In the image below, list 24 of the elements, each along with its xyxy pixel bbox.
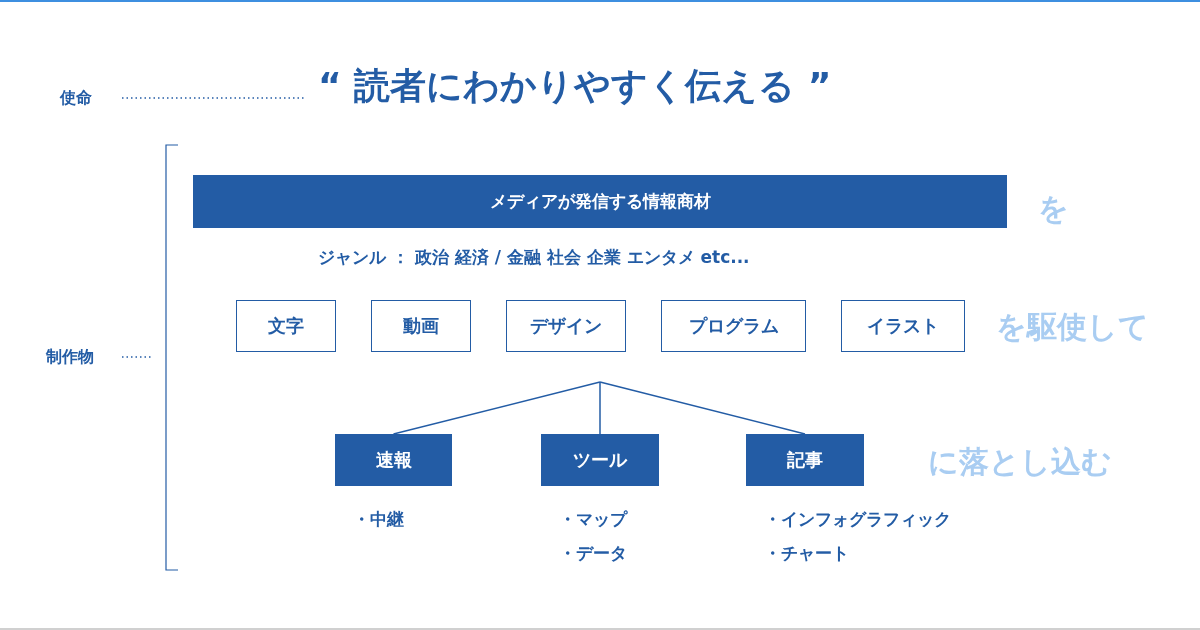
section-label: 使命 — [60, 88, 92, 109]
bullet-item: ・マップ — [559, 508, 627, 531]
connector-line — [599, 381, 806, 435]
category-box: 動画 — [371, 300, 471, 352]
bullet-item: ・チャート — [764, 542, 849, 565]
section-label: 制作物 — [46, 347, 94, 368]
category-box: 文字 — [236, 300, 336, 352]
connector-line — [392, 381, 601, 435]
category-box: イラスト — [841, 300, 965, 352]
connector-text: に落とし込む — [928, 443, 1112, 481]
media-banner: メディアが発信する情報商材 — [193, 175, 1007, 228]
output-box: ツール — [541, 434, 659, 486]
connector-text: を駆使して — [996, 308, 1149, 346]
bullet-item: ・インフォグラフィック — [764, 508, 951, 531]
category-box: プログラム — [661, 300, 806, 352]
genre-list: ジャンル ： 政治 経済 / 金融 社会 企業 エンタメ etc... — [318, 246, 750, 269]
connector-line — [599, 381, 601, 435]
connector-text: を — [1038, 190, 1069, 228]
bullet-item: ・データ — [559, 542, 627, 565]
category-box: デザイン — [506, 300, 626, 352]
output-box: 記事 — [746, 434, 864, 486]
title: “ 読者にわかりやすく伝える ” — [318, 64, 832, 108]
bullet-item: ・中継 — [353, 508, 404, 531]
output-box: 速報 — [335, 434, 452, 486]
